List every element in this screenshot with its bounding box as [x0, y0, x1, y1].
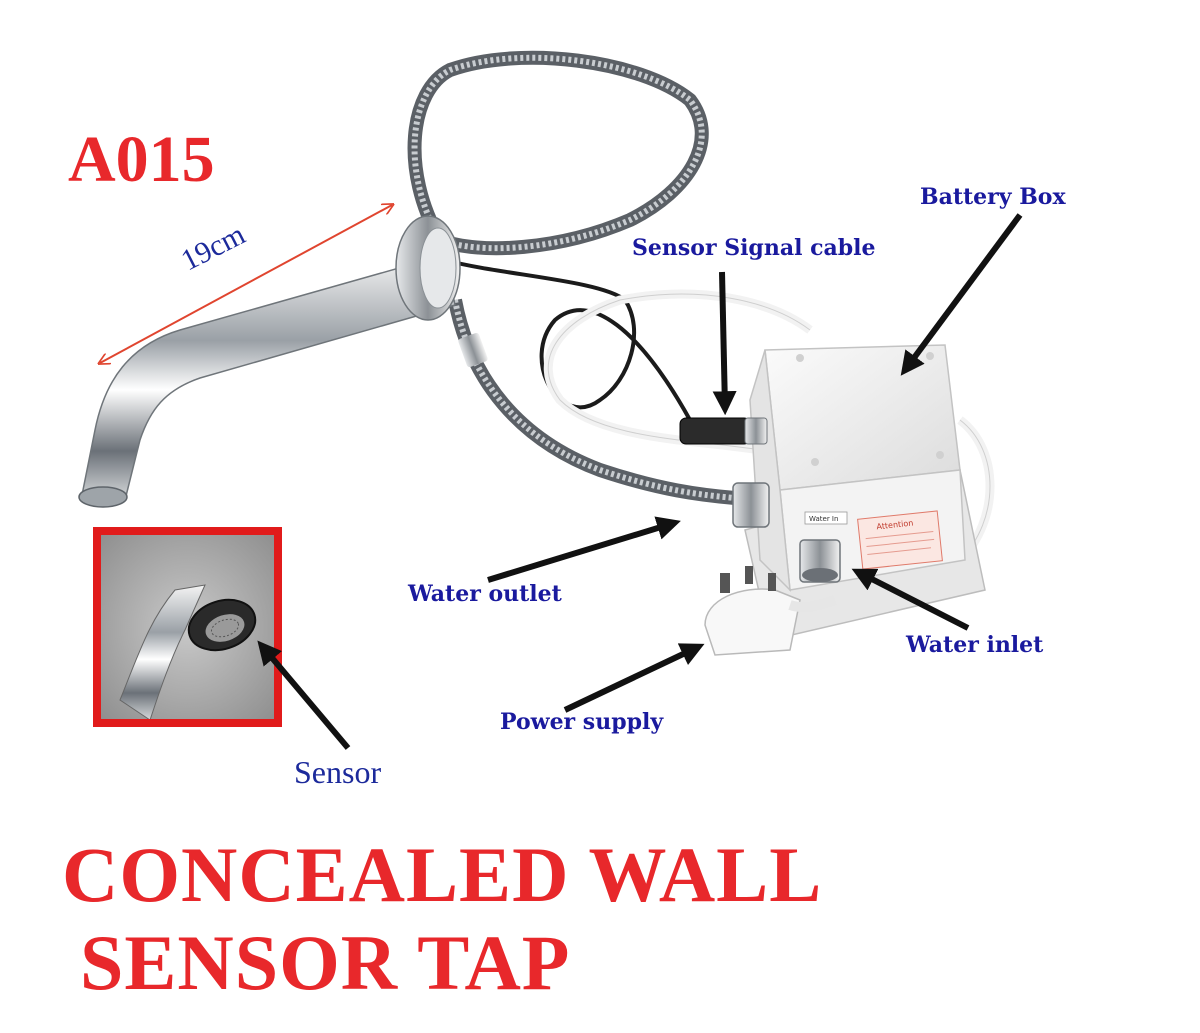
attention-sticker: Attention [857, 510, 943, 570]
sensor-inset [93, 527, 282, 727]
arrow-sensor [257, 640, 351, 750]
arrow-sensor-cable [712, 271, 737, 416]
label-water-outlet: Water outlet [408, 581, 562, 607]
faucet-spout [78, 215, 461, 508]
braided-hose [407, 50, 736, 505]
arrow-power-supply [563, 643, 705, 713]
arrow-battery-box [900, 213, 1023, 376]
sensor-cable-connector [679, 417, 751, 445]
model-code: A015 [68, 123, 215, 196]
title-line-2: SENSOR TAP [80, 919, 571, 1006]
title-line-1: CONCEALED WALL [62, 831, 823, 918]
attention-sticker-text: Attention [876, 519, 914, 532]
power-plug [704, 566, 837, 656]
label-battery-box: Battery Box [920, 184, 1066, 210]
hose-nut [458, 332, 488, 368]
water-in-tag-text: Water In [809, 515, 838, 523]
water-in-tag [804, 511, 848, 525]
inset-frame [93, 527, 282, 727]
label-sensor: Sensor [294, 754, 382, 790]
label-sensor-signal-cable: Sensor Signal cable [632, 235, 876, 261]
water-outlet-fitting [732, 482, 770, 528]
arrow-water-inlet [851, 568, 970, 631]
dimension-arrow [100, 205, 392, 363]
label-power-supply: Power supply [500, 709, 664, 735]
label-water-inlet: Water inlet [906, 632, 1044, 658]
arrow-water-outlet [487, 516, 681, 583]
spout-outlet [78, 486, 128, 508]
sensor-cable [444, 258, 692, 421]
callout-arrows [257, 213, 1023, 750]
